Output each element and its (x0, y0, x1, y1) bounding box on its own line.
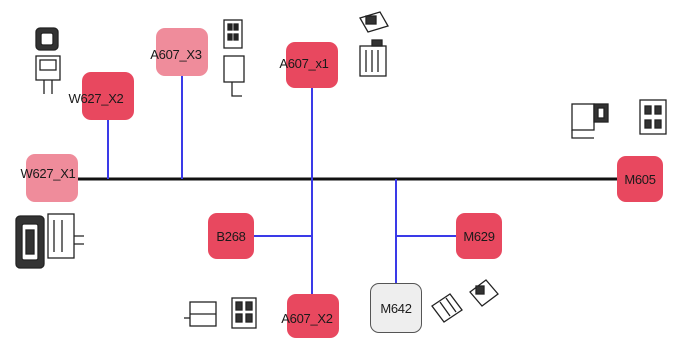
node-m629: M629 (456, 213, 502, 259)
node-w627-x1-label: W627_X1 (20, 165, 76, 181)
node-m642-label: M642 (380, 300, 412, 316)
node-m605-label: M605 (624, 171, 656, 187)
node-m642: M642 (370, 283, 422, 333)
node-b268: B268 (208, 213, 254, 259)
connector-m605-icon (571, 99, 667, 139)
node-a607-x3-label: A607_X3 (150, 46, 202, 62)
node-m605: M605 (617, 156, 663, 202)
node-m629-label: M629 (463, 228, 495, 244)
connector-a607-x2-icon (184, 297, 257, 329)
connector-m642-icon (431, 279, 499, 323)
node-a607-x3: A607_X3 (150, 28, 208, 76)
node-w627-x2: W627_X2 (69, 72, 134, 120)
connector-w627-x2-icon (35, 27, 61, 94)
connector-w627-x1-icon (15, 213, 84, 269)
node-a607-x2-label: A607_X2 (281, 310, 333, 326)
node-w627-x2-label: W627_X2 (68, 90, 124, 106)
node-a607-x1-label: A607_x1 (279, 55, 329, 71)
connector-a607-x1-icon (359, 11, 389, 77)
node-a607-x1: A607_x1 (279, 42, 338, 88)
node-w627-x1: W627_X1 (21, 154, 78, 202)
node-a607-x2: A607_X2 (281, 294, 339, 338)
node-b268-label: B268 (216, 228, 246, 244)
connector-a607-x3-icon (223, 19, 245, 97)
